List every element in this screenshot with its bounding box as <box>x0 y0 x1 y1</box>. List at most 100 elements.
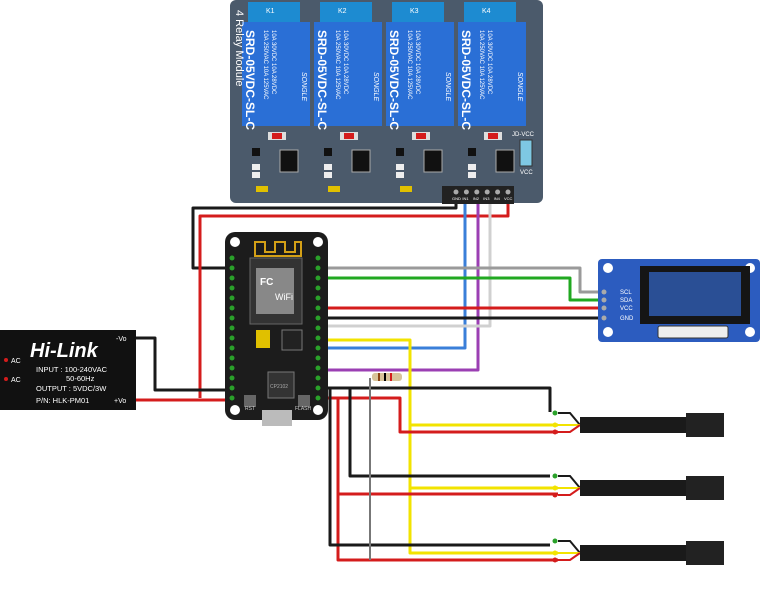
relay-pin <box>453 189 459 195</box>
wire-in2 <box>318 192 480 372</box>
relay-channel-label: K3 <box>410 8 419 15</box>
relay-brand: SONGLE <box>372 72 379 102</box>
temperature-sensor-3 <box>552 538 724 565</box>
oled-pin <box>601 305 607 311</box>
temperature-sensor-1 <box>552 410 724 437</box>
relay-rating-1: 10A 250VAC 10A 125VAC <box>262 30 268 100</box>
relay-pin-label: VCC <box>504 196 513 201</box>
nodemcu-pin-left <box>229 375 235 381</box>
sensor-probe <box>686 476 724 500</box>
hilink-output: OUTPUT : 5VDC/3W <box>36 384 107 393</box>
relay-module-title: 4 Relay Module <box>233 10 245 86</box>
relay-rating-2: 10A 30VDC 10A 28VDC <box>414 30 420 95</box>
nodemcu-pin-right <box>315 365 321 371</box>
hilink-ac2: AC <box>11 377 21 384</box>
oled-pin <box>601 297 607 303</box>
hilink-power-module: Hi-Link INPUT : 100-240VAC 50-60Hz OUTPU… <box>0 330 136 410</box>
wire-sensor-data <box>318 338 558 555</box>
rst-label: RST <box>245 406 255 412</box>
oled-pin-label: GND <box>620 316 634 322</box>
pullup-resistor <box>372 373 402 381</box>
sensor-cable <box>580 545 686 561</box>
relay-model: SRD-05VDC-SL-C <box>459 30 473 130</box>
relay-pin <box>484 189 490 195</box>
wire-sensor-vcc <box>318 396 558 496</box>
nodemcu-pin-right <box>315 375 321 381</box>
relay-channel-label: K4 <box>482 8 491 15</box>
oled-pin <box>601 289 607 295</box>
vcc-label: VCC <box>520 170 533 176</box>
nodemcu-pin-left <box>229 315 235 321</box>
sensor-probe <box>686 541 724 565</box>
relay-pin <box>474 189 480 195</box>
nodemcu-pin-left <box>229 275 235 281</box>
relay-rating-2: 10A 30VDC 10A 28VDC <box>486 30 492 95</box>
nodemcu-pin-left <box>229 325 235 331</box>
nodemcu-pin-left <box>229 295 235 301</box>
nodemcu-pin-right <box>315 335 321 341</box>
jdvcc-jumper <box>519 139 533 167</box>
flash-button[interactable] <box>298 395 310 407</box>
nodemcu-pin-right <box>315 355 321 361</box>
usb-port <box>262 410 292 426</box>
oled-pin-label: SDA <box>620 298 632 304</box>
wire-sda <box>318 276 600 302</box>
nodemcu-pin-left <box>229 285 235 291</box>
wires <box>134 192 600 562</box>
nodemcu-pin-right <box>315 275 321 281</box>
oled-pin <box>601 315 607 321</box>
rst-button[interactable] <box>244 395 256 407</box>
relay-rating-2: 10A 30VDC 10A 28VDC <box>342 30 348 95</box>
svg-text:FC: FC <box>260 277 273 288</box>
wifi-logo: WiFi <box>275 292 293 302</box>
relay-model: SRD-05VDC-SL-C <box>387 30 401 130</box>
hilink-freq: 50-60Hz <box>66 374 95 383</box>
nodemcu-pin-left <box>229 305 235 311</box>
nodemcu-board: FC WiFi CP2102 RST FLASH <box>225 232 328 426</box>
jdvcc-label: JD-VCC <box>512 132 535 138</box>
nodemcu-pin-right <box>315 295 321 301</box>
relay-rating-2: 10A 30VDC 10A 28VDC <box>270 30 276 95</box>
nodemcu-pin-right <box>315 325 321 331</box>
relay-channel-label: K1 <box>266 8 275 15</box>
relay-pin-label: IN2 <box>473 196 480 201</box>
relay-pin-label: IN3 <box>483 196 490 201</box>
relay-pin-label: GND <box>452 196 461 201</box>
nodemcu-pin-left <box>229 335 235 341</box>
nodemcu-pin-right <box>315 265 321 271</box>
nodemcu-pin-left <box>229 255 235 261</box>
hilink-input: INPUT : 100-240VAC <box>36 365 108 374</box>
nodemcu-pin-right <box>315 385 321 391</box>
sensor-probe <box>686 413 724 437</box>
nodemcu-pin-left <box>229 345 235 351</box>
wire-in3 <box>318 192 492 328</box>
nodemcu-pin-left <box>229 365 235 371</box>
sensor-cable <box>580 417 686 433</box>
sensor-cable <box>580 480 686 496</box>
hilink-pos: +Vo <box>114 398 126 405</box>
relay-pin-label: IN4 <box>494 196 501 201</box>
hilink-part: P/N: HLK-PM01 <box>36 396 89 405</box>
hilink-neg: -Vo <box>116 336 127 343</box>
nodemcu-pin-left <box>229 385 235 391</box>
relay-pin-label: IN1 <box>462 196 469 201</box>
nodemcu-pin-right <box>315 255 321 261</box>
hilink-ac1: AC <box>11 358 21 365</box>
flash-label: FLASH <box>295 406 312 412</box>
relay-model: SRD-05VDC-SL-C <box>315 30 329 130</box>
relay-pin <box>495 189 501 195</box>
relay-channel-label: K2 <box>338 8 347 15</box>
relay-rating-1: 10A 250VAC 10A 125VAC <box>406 30 412 100</box>
wire-sensor-gnd <box>318 386 552 412</box>
hilink-brand: Hi-Link <box>30 340 99 362</box>
relay-header <box>442 186 514 204</box>
nodemcu-pin-right <box>315 395 321 401</box>
temperature-sensors <box>552 410 724 565</box>
